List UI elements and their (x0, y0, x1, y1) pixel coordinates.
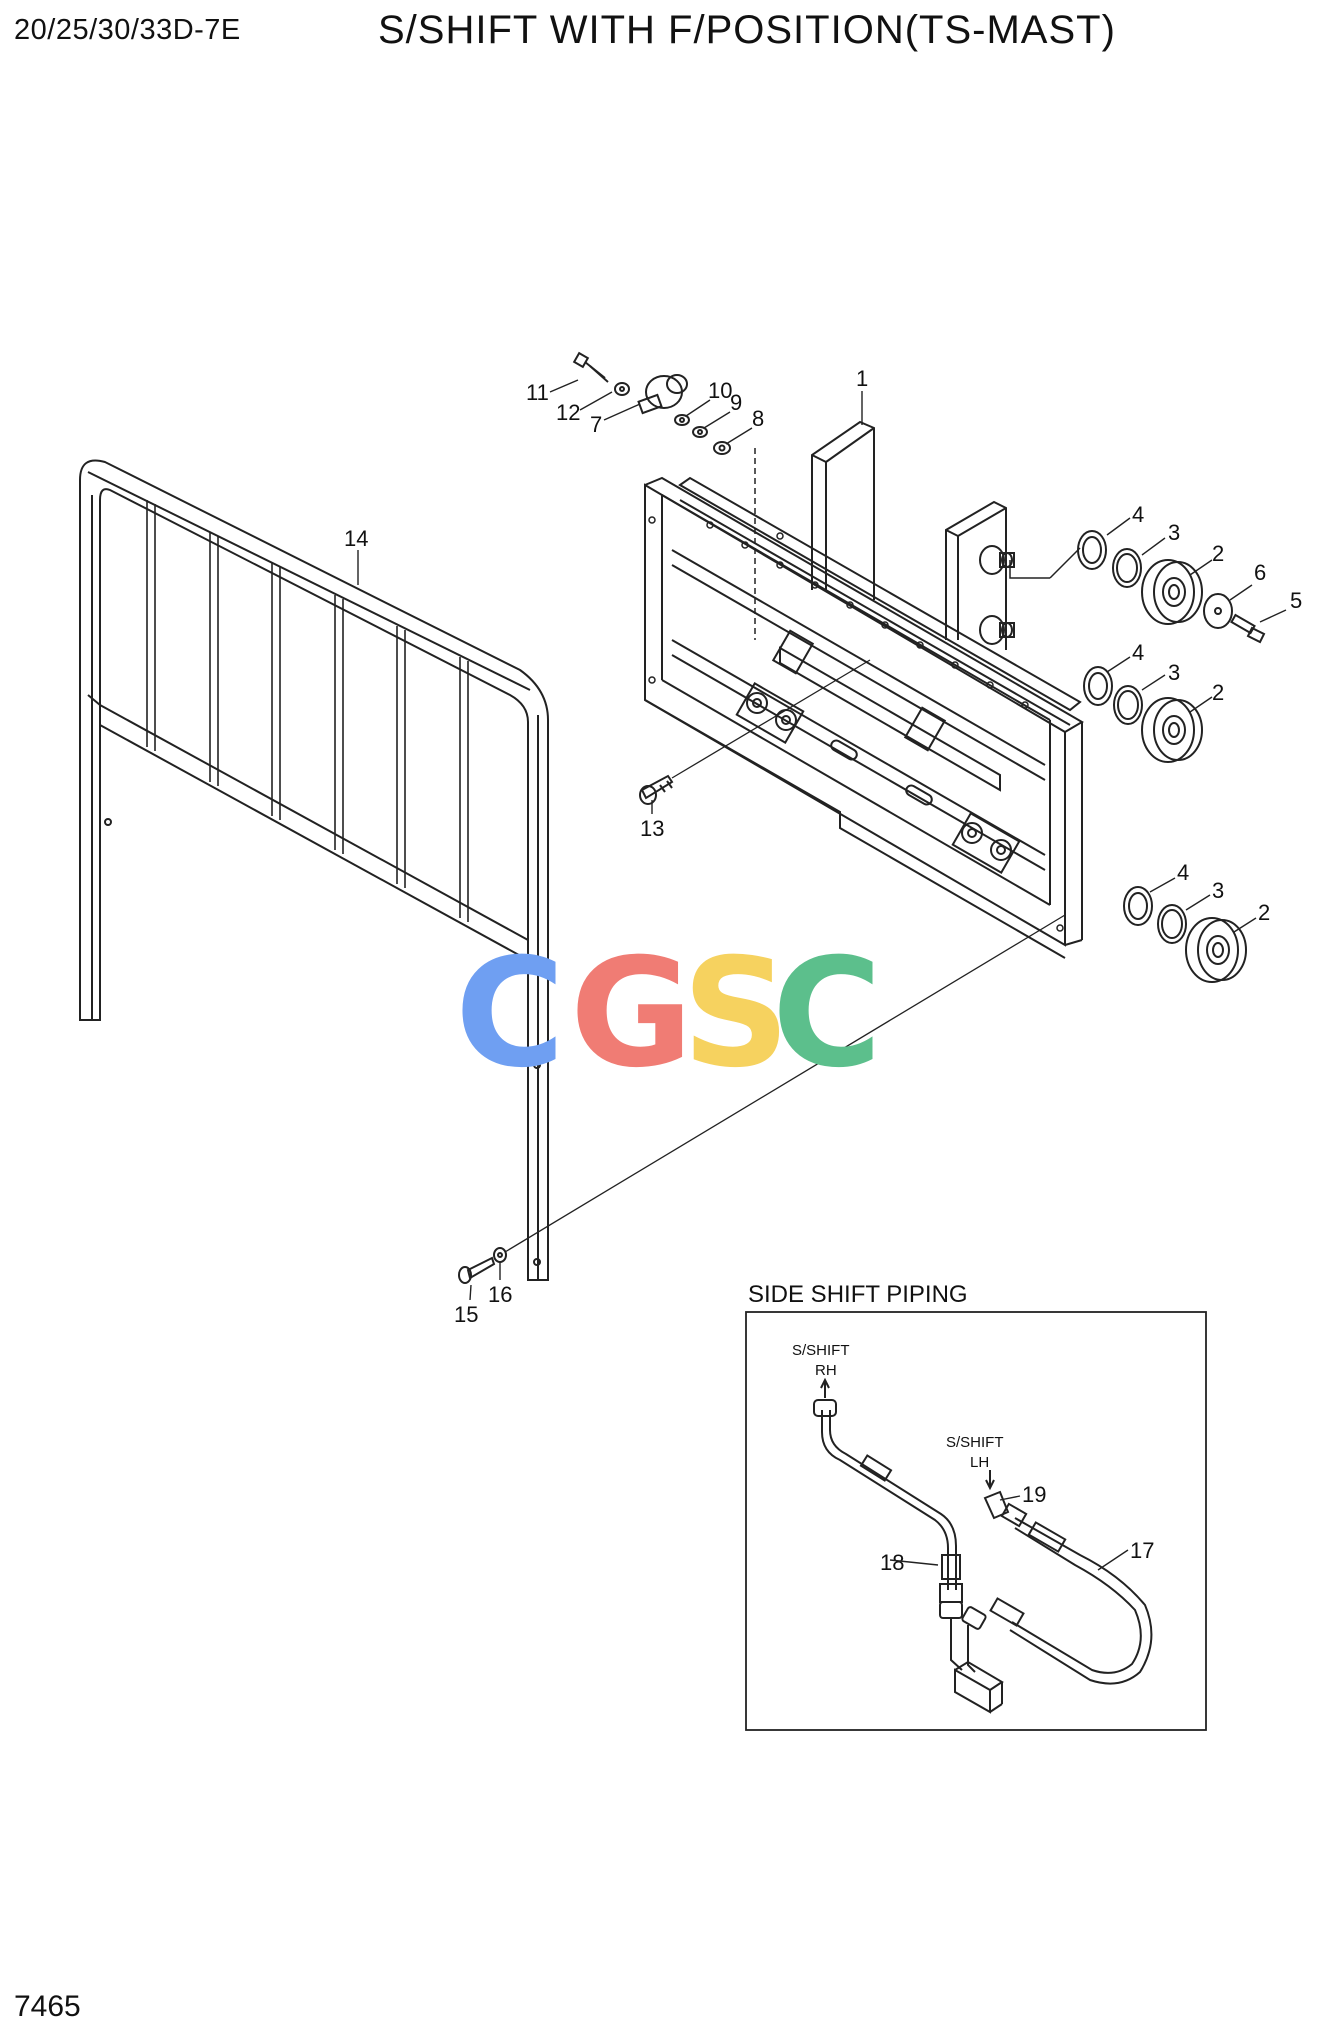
callout-9: 9 (730, 390, 742, 415)
callout-18: 18 (880, 1550, 904, 1575)
callout-2-c: 2 (1258, 900, 1270, 925)
callout-19: 19 (1022, 1482, 1046, 1507)
piping-frame (745, 1311, 1207, 1731)
watermark-letter-s: S (682, 927, 790, 1101)
callout-3-b: 3 (1168, 660, 1180, 685)
callout-14: 14 (344, 526, 368, 551)
callout-5: 5 (1290, 588, 1302, 613)
callout-11: 11 (526, 380, 549, 405)
piping-title: SIDE SHIFT PIPING (748, 1281, 968, 1308)
page-title: S/SHIFT WITH F/POSITION(TS-MAST) (378, 8, 1116, 52)
callout-3-c: 3 (1212, 878, 1224, 903)
callout-15: 15 (454, 1302, 478, 1327)
callout-4-a: 4 (1132, 502, 1144, 527)
callout-labels: 1 2 3 4 5 6 7 8 9 10 11 12 13 14 15 16 2… (344, 366, 1302, 1327)
watermark-letter-g: G (570, 927, 693, 1101)
side-shifter-carriage (644, 420, 1084, 959)
load-backrest (79, 459, 549, 1281)
callout-2-a: 2 (1212, 541, 1224, 566)
callout-3-a: 3 (1168, 520, 1180, 545)
callout-10: 10 (708, 378, 732, 403)
callout-12: 12 (556, 400, 580, 425)
callout-4-c: 4 (1177, 860, 1189, 885)
callout-8: 8 (752, 406, 764, 431)
lh-port-label-line2: LH (970, 1454, 989, 1471)
page-number: 7465 (14, 1990, 81, 2023)
rh-port-label-line2: RH (815, 1362, 837, 1379)
side-shift-piping-panel: SIDE SHIFT PIPING S/SHIFT RH S/SHIFT LH … (745, 1281, 1207, 1731)
callout-17: 17 (1130, 1538, 1154, 1563)
callout-7: 7 (590, 412, 602, 437)
model-number: 20/25/30/33D-7E (14, 14, 241, 46)
roller-assemblies (1009, 530, 1266, 983)
rh-port-label-line1: S/SHIFT (792, 1342, 850, 1359)
callout-6: 6 (1254, 560, 1266, 585)
cgsc-watermark: C G S C (455, 927, 882, 1101)
top-fittings (572, 351, 756, 640)
bolt-13 (639, 659, 871, 805)
callout-4-b: 4 (1132, 640, 1144, 665)
callout-13: 13 (640, 816, 664, 841)
callout-2-b: 2 (1212, 680, 1224, 705)
lh-port-label-line1: S/SHIFT (946, 1434, 1004, 1451)
callout-1: 1 (856, 366, 868, 391)
watermark-letter-c1: C (455, 927, 565, 1101)
watermark-letter-c2: C (772, 927, 882, 1101)
callout-16: 16 (488, 1282, 512, 1307)
